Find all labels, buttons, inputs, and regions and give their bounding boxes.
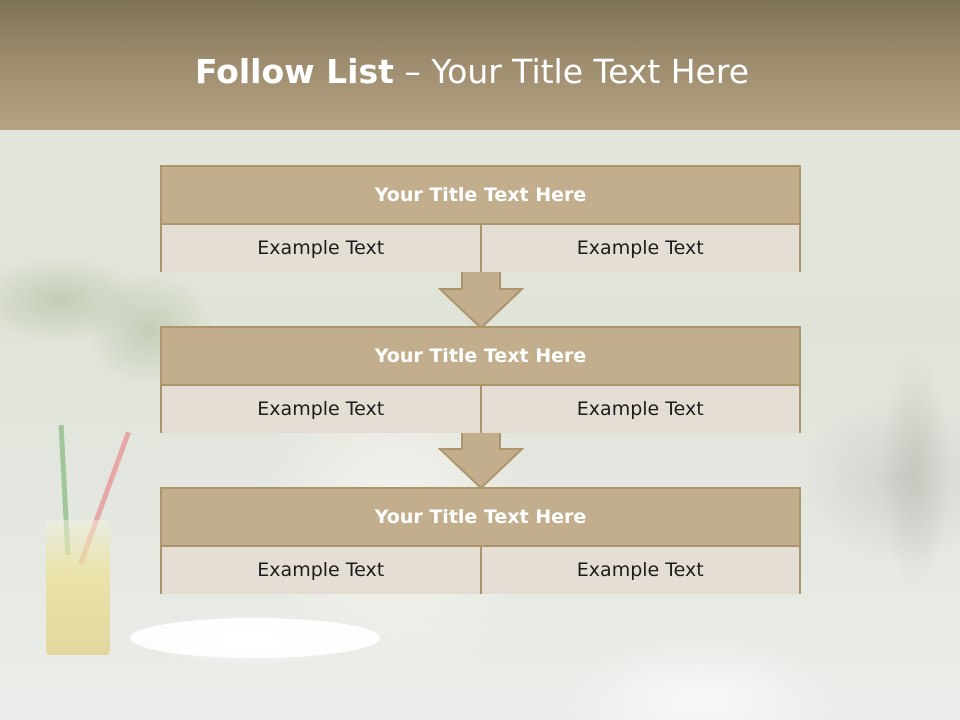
down-arrow-icon	[438, 431, 524, 490]
step-row: Example Text Example Text	[162, 386, 799, 433]
background-plate	[130, 618, 380, 658]
down-arrow-icon	[438, 271, 524, 330]
slide-title-bold: Follow List	[194, 52, 394, 91]
step-cell-left: Example Text	[162, 547, 480, 594]
step-title: Your Title Text Here	[162, 167, 799, 225]
step-cell-right: Example Text	[479, 225, 799, 272]
background-person	[870, 312, 960, 632]
step-cell-right: Example Text	[479, 386, 799, 433]
follow-step-3: Your Title Text Here Example Text Exampl…	[160, 487, 801, 594]
slide-title-rest: – Your Title Text Here	[404, 52, 750, 91]
header-band	[0, 0, 960, 130]
follow-step-1: Your Title Text Here Example Text Exampl…	[160, 165, 801, 272]
step-cell-left: Example Text	[162, 386, 480, 433]
step-title: Your Title Text Here	[162, 328, 799, 386]
step-row: Example Text Example Text	[162, 225, 799, 272]
step-title: Your Title Text Here	[162, 489, 799, 547]
step-row: Example Text Example Text	[162, 547, 799, 594]
step-cell-left: Example Text	[162, 225, 480, 272]
follow-step-2: Your Title Text Here Example Text Exampl…	[160, 326, 801, 433]
slide-title: Follow List – Your Title Text Here	[0, 52, 944, 91]
step-cell-right: Example Text	[479, 547, 799, 594]
background-glass	[46, 520, 110, 655]
